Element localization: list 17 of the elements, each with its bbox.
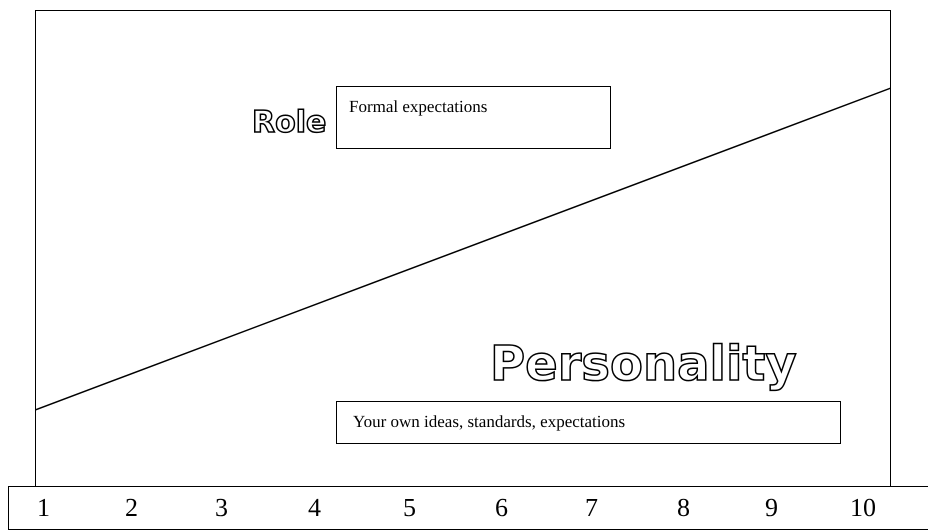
- scale-number: 4: [308, 493, 321, 523]
- scale-number: 5: [403, 493, 416, 523]
- outlined-heading: Role: [252, 108, 326, 138]
- scale-bar: [8, 486, 928, 530]
- scale-number: 1: [37, 493, 50, 523]
- scale-number: 6: [495, 493, 508, 523]
- box-text: Your own ideas, standards, expectations: [353, 412, 626, 431]
- scale-number: 9: [765, 493, 778, 523]
- text-box: [336, 401, 841, 444]
- text-box: [336, 86, 611, 149]
- scale-number: 2: [125, 493, 138, 523]
- scale-number: 8: [677, 493, 690, 523]
- frame-box: [35, 10, 891, 488]
- scale-number: 3: [215, 493, 228, 523]
- scale-number: 7: [585, 493, 598, 523]
- box-text: Formal expectations: [349, 97, 488, 116]
- scale-number: 10: [850, 493, 876, 523]
